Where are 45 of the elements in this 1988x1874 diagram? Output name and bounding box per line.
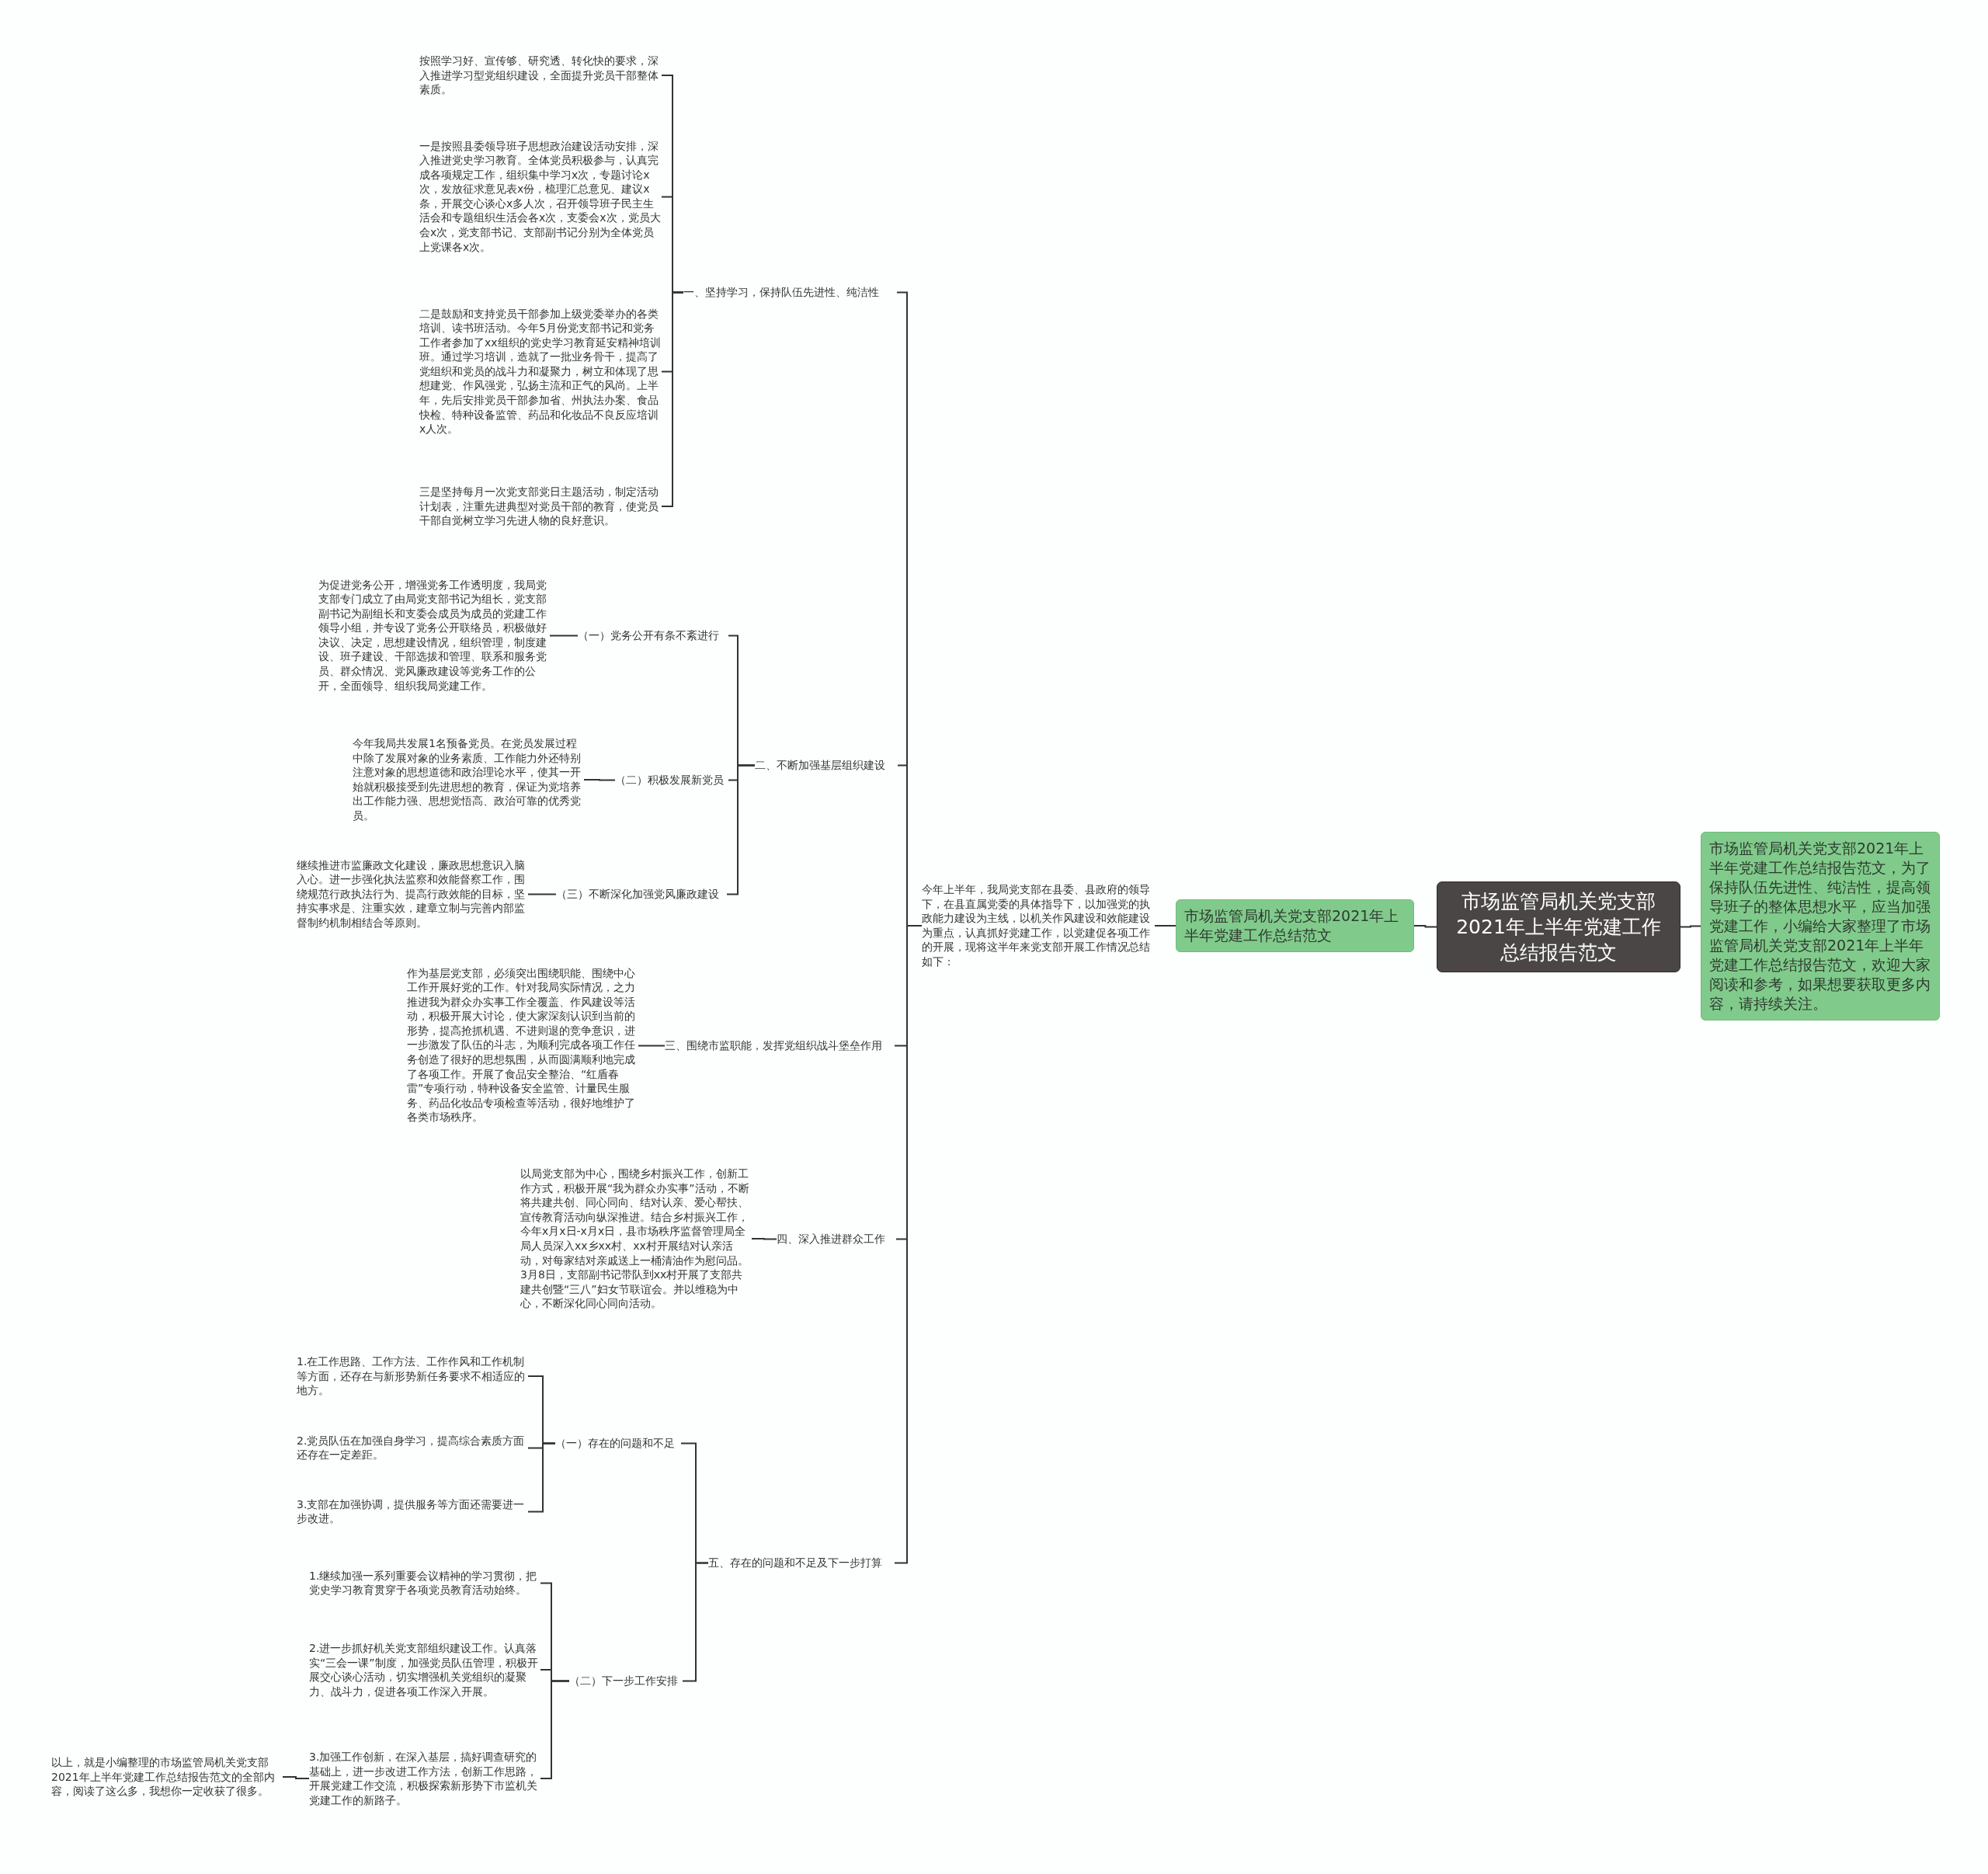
- connector-line: [527, 1442, 556, 1513]
- topic-box: 市场监管局机关党支部2021年上半年党建工作总结范文: [1176, 899, 1414, 952]
- topic-text: 今年上半年，我局党支部在县委、县政府的领导下，在县直属党委的具体指导下，以加强党的执政能力建设为主线，以机关作风建设和效能建设为重点，认真抓好党建工作，以党建促各项工作的开展，现将这半年来党支部开展工作情况总结如下：: [922, 882, 1155, 969]
- topic-text: 1.在工作思路、工作方法、工作作风和工作机制等方面，还存在与新形势新任务要求不相适应的地方。: [297, 1354, 528, 1398]
- topic-text: （三）不断深化加强党风廉政建设: [556, 886, 727, 902]
- topic-text: （一）存在的问题和不足: [555, 1435, 681, 1451]
- connector-line: [549, 635, 579, 637]
- topic-text: （二）积极发展新党员: [615, 772, 728, 787]
- topic-text: 三是坚持每月一次党支部党日主题活动，制定活动计划表，注重先进典型对党员干部的教育，使党员干部自觉树立学习先进人物的良好意识。: [419, 485, 662, 528]
- connector-line: [1413, 925, 1437, 928]
- topic-box: 市场监管局机关党支部2021年上半年党建工作总结报告范文，为了保持队伍先进性、纯洁性，提高领导班子的整体思想水平，应当加强党建工作，小编给大家整理了市场监管局机关党支部2021年上半年党建工作总结报告范文，欢迎大家阅读和参考，如果想要获取更多内容，请持续关注。: [1701, 831, 1940, 1020]
- topic-text: 作为基层党支部，必须突出围绕职能、围绕中心工作开展好党的工作。针对我局实际情况，之力推进我为群众办实事工作全覆盖、作风建设等活动，积极开展大讨论，使大家深刻认识到当前的形势，提高抢抓机遇、不进则退的竞争意识，进一步激发了队伍的斗志，为顺利完成各项工作任务创造了很好的思想氛围，从而圆满顺利地完成了各项工作。开展了食品安全整治、“红盾春雷”专项行动，特种设备安全监管、计量民生服务、药品化妆品专项检查等活动，很好地维护了各类市场秩序。: [407, 965, 638, 1125]
- topic-text: 二是鼓励和支持党员干部参加上级党委举办的各类培训、读书班活动。今年5月份党支部书记和党务工作者参加了xx组织的党史学习教育延安精神培训班。通过学习培训，造就了一批业务骨干，提高了党组织和党员的战斗力和凝聚力，树立和体现了思想建党、作风强党，弘扬主流和正气的风尚。上半年，先后安排党员干部参加省、州执法办案、食品快检、特种设备监管、药品和化妆品不良反应培训x人次。: [419, 306, 662, 436]
- topic-text: （二）下一步工作安排: [569, 1673, 683, 1688]
- topic-text: 为促进党务公开，增强党务工作透明度，我局党支部专门成立了由局党支部书记为组长，党支部副书记为副组长和支委会成员为成员的党建工作领导小组，并专设了党务公开联络员，积极做好决议、决定，思想建设情况，组织管理，制度建设、班子建设、干部选拔和管理、联系和服务党员、群众情况、党风廉政建设等党务工作的公开，全面领导、组织我局党建工作。: [318, 577, 550, 694]
- connector-line: [527, 893, 557, 895]
- connector-line: [726, 764, 756, 895]
- connector-line: [661, 291, 684, 507]
- connector-line: [638, 1045, 666, 1047]
- topic-text: 以上，就是小编整理的市场监管局机关党支部2021年上半年党建工作总结报告范文的全部内容，阅读了这么多，我想你一定收获了很多。: [51, 1755, 283, 1799]
- topic-text: 3.支部在加强协调，提供服务等方面还需要进一步改进。: [297, 1497, 528, 1526]
- topic-text: 四、深入推进群众工作: [777, 1231, 896, 1246]
- topic-text: 按照学习好、宣传够、研究透、转化快的要求，深入推进学习型党组织建设，全面提升党员干部整体素质。: [419, 54, 662, 97]
- topic-text: 以局党支部为中心，围绕乡村振兴工作，创新工作方式，积极开展“我为群众办实事”活动，不断将共建共创、同心同向、结对认亲、爱心帮扶、宣传教育活动向纵深推进。结合乡村振兴工作，今年x月x日-x月x日，县市场秩序监督管理局全局人员深入xx乡xx村、xx村开展结对认亲活动，对每家结对亲戚送上一桶清油作为慰问品。3月8日，支部副书记带队到xx村开展了支部共建共创暨“三八”妇女节联谊会。并以维稳为中心，不断深化同心同向活动。: [520, 1166, 752, 1311]
- topic-text: 一、坚持学习，保持队伍先进性、纯洁性: [683, 284, 897, 300]
- connector-line: [282, 1776, 310, 1779]
- topic-text: 一是按照县委领导班子思想政治建设活动安排，深入推进党史学习教育。全体党员积极参与，认真完成各项规定工作，组织集中学习x次，专题讨论x次，发放征求意见表x份，梳理汇总意见、建议x条，开展交心谈心x多人次，召开领导班子民主生活会和专题组织生活会各x次，支委会x次，党员大会x次，党支部书记、支部副书记分别为全体党员上党课各x次。: [419, 138, 662, 255]
- topic-text: 3.加强工作创新，在深入基层，搞好调查研究的基础上，进一步改进工作方法，创新工作思路，开展党建工作交流，积极探索新形势下市监机关党建工作的新路子。: [309, 1750, 540, 1808]
- connector-line: [1680, 925, 1701, 928]
- connector-line: [583, 779, 616, 781]
- topic-text: 今年我局共发展1名预备党员。在党员发展过程中除了发展对象的业务素质、工作能力外还特别注意对象的思想道德和政治理论水平，使其一开始就积极接受到先进思想的教育，保证为党培养出工作能力强、思想觉悟高、政治可靠的优秀党员。: [353, 736, 584, 823]
- connector-line: [1154, 925, 1176, 927]
- topic-text: 1.继续加强一系列重要会议精神的学习贯彻，把党史学习教育贯穿于各项党员教育活动始终。: [309, 1568, 540, 1598]
- topic-text: 五、存在的问题和不足及下一步打算: [708, 1555, 895, 1570]
- connector-line: [751, 1238, 777, 1240]
- topic-text: 三、围绕市监职能，发挥党组织战斗堡垒作用: [665, 1038, 895, 1053]
- topic-text: 二、不断加强基层组织建设: [755, 757, 898, 773]
- topic-text: （一）党务公开有条不紊进行: [578, 628, 728, 643]
- connector-line: [682, 1562, 709, 1682]
- topic-text: 2.党员队伍在加强自身学习，提高综合素质方面还存在一定差距。: [297, 1433, 528, 1462]
- root-topic-box: 市场监管局机关党支部2021年上半年党建工作总结报告范文: [1437, 881, 1680, 972]
- topic-text: 2.进一步抓好机关党支部组织建设工作。认真落实“三会一课”制度，加强党员队伍管理，积极开展交心谈心活动，切实增强机关党组织的凝聚力、战斗力，促进各项工作深入开展。: [309, 1641, 540, 1699]
- topic-text: 继续推进市监廉政文化建设，廉政思想意识入脑入心。进一步强化执法监察和效能督察工作，围绕规范行政执法行为、提高行政效能的目标，坚持实事求是、注重实效，建章立制与完善内部监督制约机制相结合等原则。: [297, 857, 528, 930]
- connector-line: [540, 1680, 570, 1779]
- connector-line: [894, 925, 923, 1564]
